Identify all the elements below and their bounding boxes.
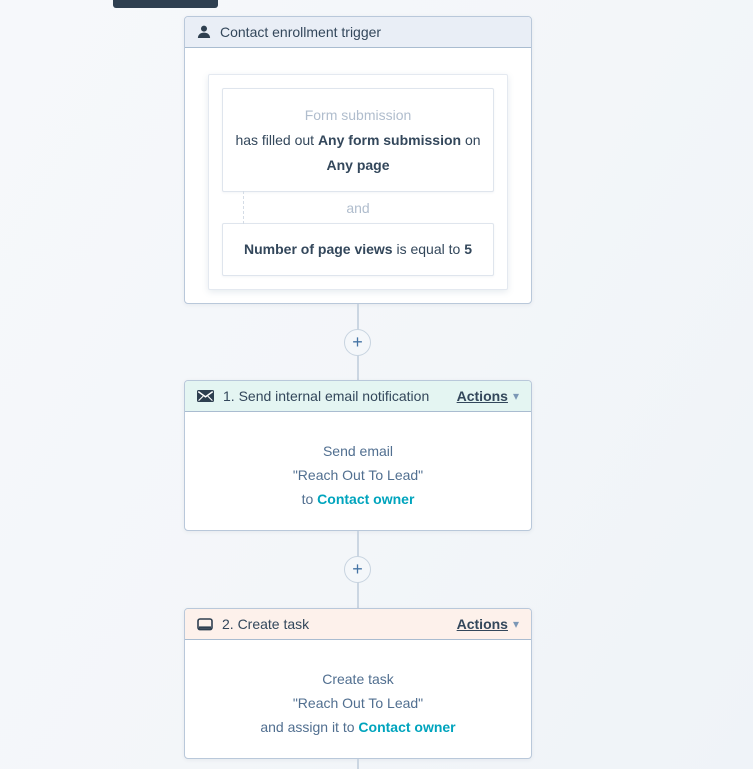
step2-line1: Create task [322,671,394,687]
trigger-card[interactable]: Contact enrollment trigger Form submissi… [184,16,532,304]
plus-icon: + [352,558,363,579]
step1-line1: Send email [322,443,394,459]
step2-actions-menu[interactable]: Actions ▾ [456,616,519,632]
step2-line2: "Reach Out To Lead" [292,695,424,711]
step2-body: Create task "Reach Out To Lead" and assi… [185,640,531,739]
cropped-top-toolbar [113,0,218,8]
task-icon [197,617,213,631]
step1-title: 1. Send internal email notification [223,388,430,404]
caret-down-icon: ▾ [512,617,519,631]
step-card-send-email[interactable]: 1. Send internal email notification Acti… [184,380,532,531]
trigger-title: Contact enrollment trigger [220,24,382,40]
condition-page-views-text: Number of page views is equal to 5 [244,241,472,257]
connector-line-3 [357,759,359,769]
condition-form-submission[interactable]: Form submission has filled out Any form … [222,88,494,192]
step1-actions-menu[interactable]: Actions ▾ [456,388,519,404]
contact-person-icon [197,25,211,39]
step-card-create-task[interactable]: 2. Create task Actions ▾ Create task "Re… [184,608,532,759]
add-action-button-1[interactable]: + [344,329,371,356]
trigger-card-body: Form submission has filled out Any form … [185,48,531,290]
step2-header[interactable]: 2. Create task Actions ▾ [185,609,531,640]
step2-line3: and assign it to Contact owner [260,719,456,735]
step1-line3: to Contact owner [301,491,415,507]
condition-connector-line [243,191,244,224]
email-icon [197,390,214,402]
enrollment-filter-group[interactable]: Form submission has filled out Any form … [208,74,508,290]
step2-title: 2. Create task [222,616,310,632]
step1-line2: "Reach Out To Lead" [292,467,424,483]
condition-page-views[interactable]: Number of page views is equal to 5 [222,223,494,276]
and-operator-row: and [222,191,494,224]
condition-type-label: Form submission [304,107,412,123]
step1-header[interactable]: 1. Send internal email notification Acti… [185,381,531,412]
add-action-button-2[interactable]: + [344,556,371,583]
plus-icon: + [352,331,363,352]
caret-down-icon: ▾ [512,389,519,403]
step1-body: Send email "Reach Out To Lead" to Contac… [185,412,531,511]
trigger-card-header[interactable]: Contact enrollment trigger [185,17,531,48]
condition-form-submission-text: has filled out Any form submission on An… [235,132,481,173]
contact-owner-link-2[interactable]: Contact owner [358,719,456,735]
and-operator-label: and [346,199,370,216]
contact-owner-link-1[interactable]: Contact owner [317,491,415,507]
